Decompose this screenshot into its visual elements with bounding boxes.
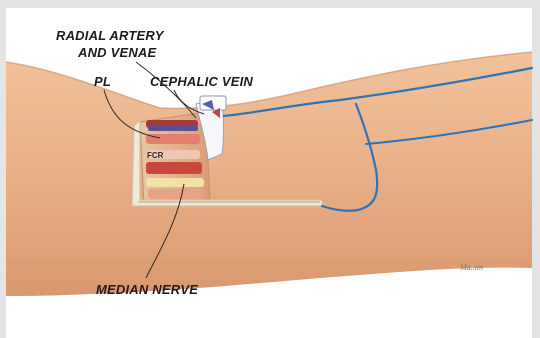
venae-structure [148,126,198,131]
artist-signature: Ma..tin [459,263,483,272]
pl-tendon-structure [146,134,200,144]
label-radial-artery-line1: RADIAL ARTERY [56,28,165,43]
deep-tissue-structure [148,189,204,199]
label-pl: PL [94,74,111,89]
label-median-nerve: MEDIAN NERVE [96,282,198,297]
label-radial-artery-line2: AND VENAE [77,45,156,60]
label-fcr: FCR [147,151,164,160]
label-cephalic-vein: CEPHALIC VEIN [150,74,253,89]
median-nerve-structure [146,178,204,187]
muscle-structure [146,162,202,174]
